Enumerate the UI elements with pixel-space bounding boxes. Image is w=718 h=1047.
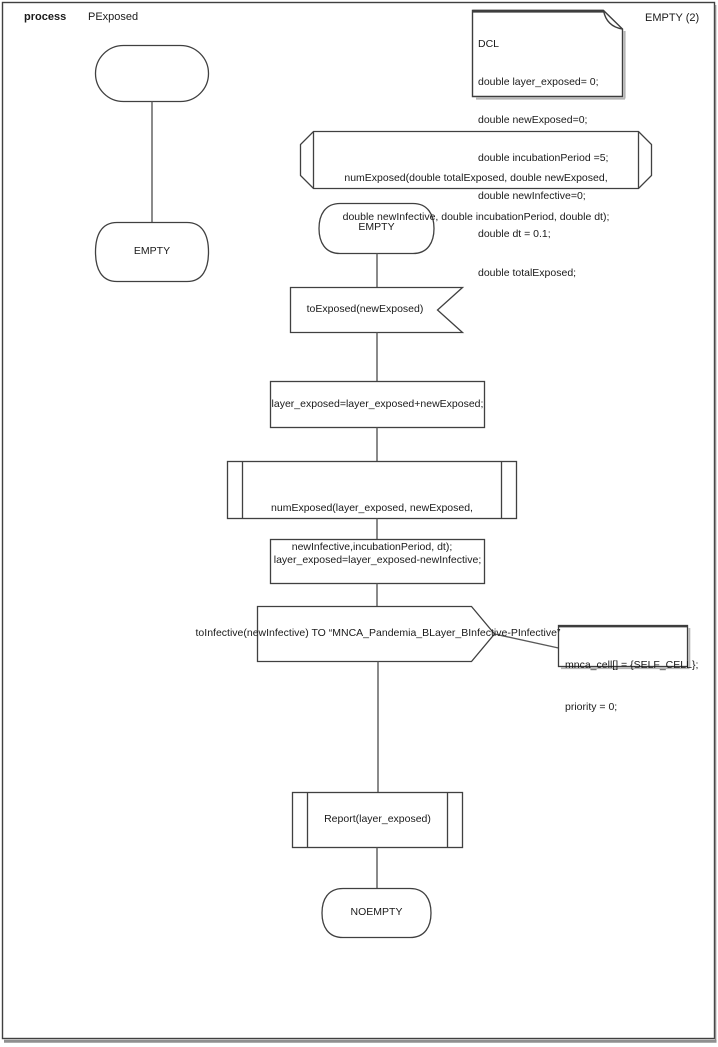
comment-leader-line[interactable]: [494, 633, 559, 649]
process-name-label: PExposed: [88, 11, 139, 23]
procedure-call-shape[interactable]: [226, 460, 518, 520]
diagram-kind-label: process: [24, 11, 67, 23]
input-signal-label: toExposed(newExposed): [306, 303, 424, 315]
signature-line: double newInfective, double incubationPe…: [342, 211, 610, 223]
comment-line: priority = 0;: [565, 701, 618, 713]
task-subtract-shape[interactable]: [269, 538, 486, 585]
state-noempty-label: NOEMPTY: [350, 906, 403, 918]
task-subtract-label: layer_exposed=layer_exposed-newInfective…: [273, 554, 482, 566]
report-call-label: Report(layer_exposed): [324, 813, 431, 825]
state-empty-left-label: EMPTY: [133, 245, 171, 257]
dcl-note-text: DCL double layer_exposed= 0; double newE…: [478, 12, 620, 305]
start-symbol[interactable]: [94, 44, 210, 103]
state-empty-left-shape[interactable]: [94, 221, 210, 283]
output-signal-label: toInfective(newInfective) TO “MNCA_Pande…: [195, 627, 561, 639]
input-signal-shape[interactable]: [289, 286, 465, 334]
signature-line: numExposed(double totalExposed, double n…: [344, 172, 608, 184]
dcl-line: double newInfective=0;: [478, 190, 586, 203]
state-empty-main-label: EMPTY: [358, 221, 395, 233]
report-call-shape[interactable]: [291, 791, 464, 849]
dcl-line: double incubationPeriod =5;: [478, 152, 609, 165]
dcl-line: double layer_exposed= 0;: [478, 76, 599, 89]
dcl-title: DCL: [478, 38, 500, 50]
output-signal-shape[interactable]: [256, 605, 496, 663]
comment-line: mnca_cell[] = {SELF_CELL};: [565, 659, 699, 671]
dcl-line: double newExposed=0;: [478, 114, 588, 127]
dcl-line: double totalExposed;: [478, 266, 577, 279]
instance-note-label: EMPTY (2): [645, 12, 700, 24]
procedure-call-line: newInfective,incubationPeriod, dt);: [291, 541, 453, 553]
dcl-note-fold: [602, 10, 623, 30]
procedure-signature-text: numExposed(double totalExposed, double n…: [300, 146, 652, 250]
dcl-line: double dt = 0.1;: [478, 228, 551, 241]
procedure-call-text: numExposed(layer_exposed, newExposed, ne…: [242, 476, 502, 580]
comment-box-shape[interactable]: [557, 624, 689, 668]
procedure-call-line: numExposed(layer_exposed, newExposed,: [271, 502, 473, 514]
state-empty-main-shape[interactable]: [318, 202, 435, 255]
task-add-label: layer_exposed=layer_exposed+newExposed;: [271, 398, 484, 410]
comment-text: mnca_cell[] = {SELF_CELL}; priority = 0;: [565, 630, 698, 742]
state-noempty-shape[interactable]: [321, 887, 432, 939]
task-add-shape[interactable]: [269, 380, 486, 429]
